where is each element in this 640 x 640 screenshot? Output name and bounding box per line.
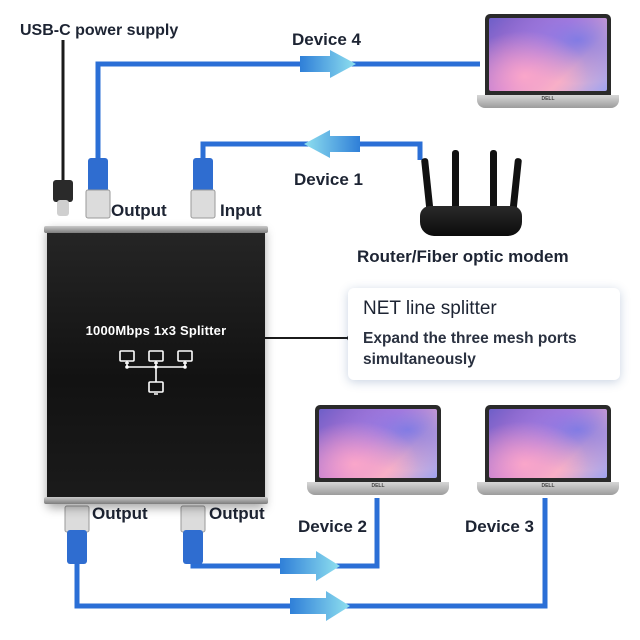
- device3-label: Device 3: [465, 517, 534, 536]
- network-topology-icon: [119, 350, 193, 395]
- rj45-plug-icon: [180, 505, 206, 564]
- device2-label: Device 2: [298, 517, 367, 536]
- usb-c-plug-icon: [53, 180, 73, 216]
- output-bottom-right-label: Output: [209, 504, 265, 523]
- laptop-brand: DELL: [541, 483, 555, 490]
- rj45-plug-icon: [85, 158, 111, 219]
- arrow-right-icon: [300, 50, 356, 78]
- output-bottom-left-label: Output: [92, 504, 148, 523]
- callout-title: NET line splitter: [363, 298, 497, 319]
- network-splitter-device: 1000Mbps 1x3 Splitter: [44, 226, 268, 504]
- output-top-label: Output: [111, 201, 167, 220]
- laptop-brand: DELL: [371, 483, 385, 490]
- rj45-plug-icon: [64, 505, 90, 564]
- arrow-right-icon: [280, 551, 340, 581]
- laptop-device2: DELL: [307, 405, 449, 495]
- rj45-plug-icon: [190, 158, 216, 219]
- arrow-left-icon: [304, 130, 360, 158]
- router-label: Router/Fiber optic modem: [357, 247, 569, 266]
- splitter-callout: NET line splitter Expand the three mesh …: [348, 288, 620, 380]
- device1-label: Device 1: [294, 170, 363, 189]
- arrow-right-icon: [290, 591, 350, 621]
- laptop-device3: DELL: [477, 405, 619, 495]
- splitter-title: 1000Mbps 1x3 Splitter: [85, 323, 227, 338]
- callout-description: Expand the three mesh ports simultaneous…: [363, 330, 577, 368]
- laptop-device4: DELL: [477, 14, 619, 108]
- input-top-label: Input: [220, 201, 262, 220]
- usb-c-power-label: USB-C power supply: [20, 22, 179, 39]
- device4-label: Device 4: [292, 30, 361, 49]
- laptop-brand: DELL: [541, 95, 555, 102]
